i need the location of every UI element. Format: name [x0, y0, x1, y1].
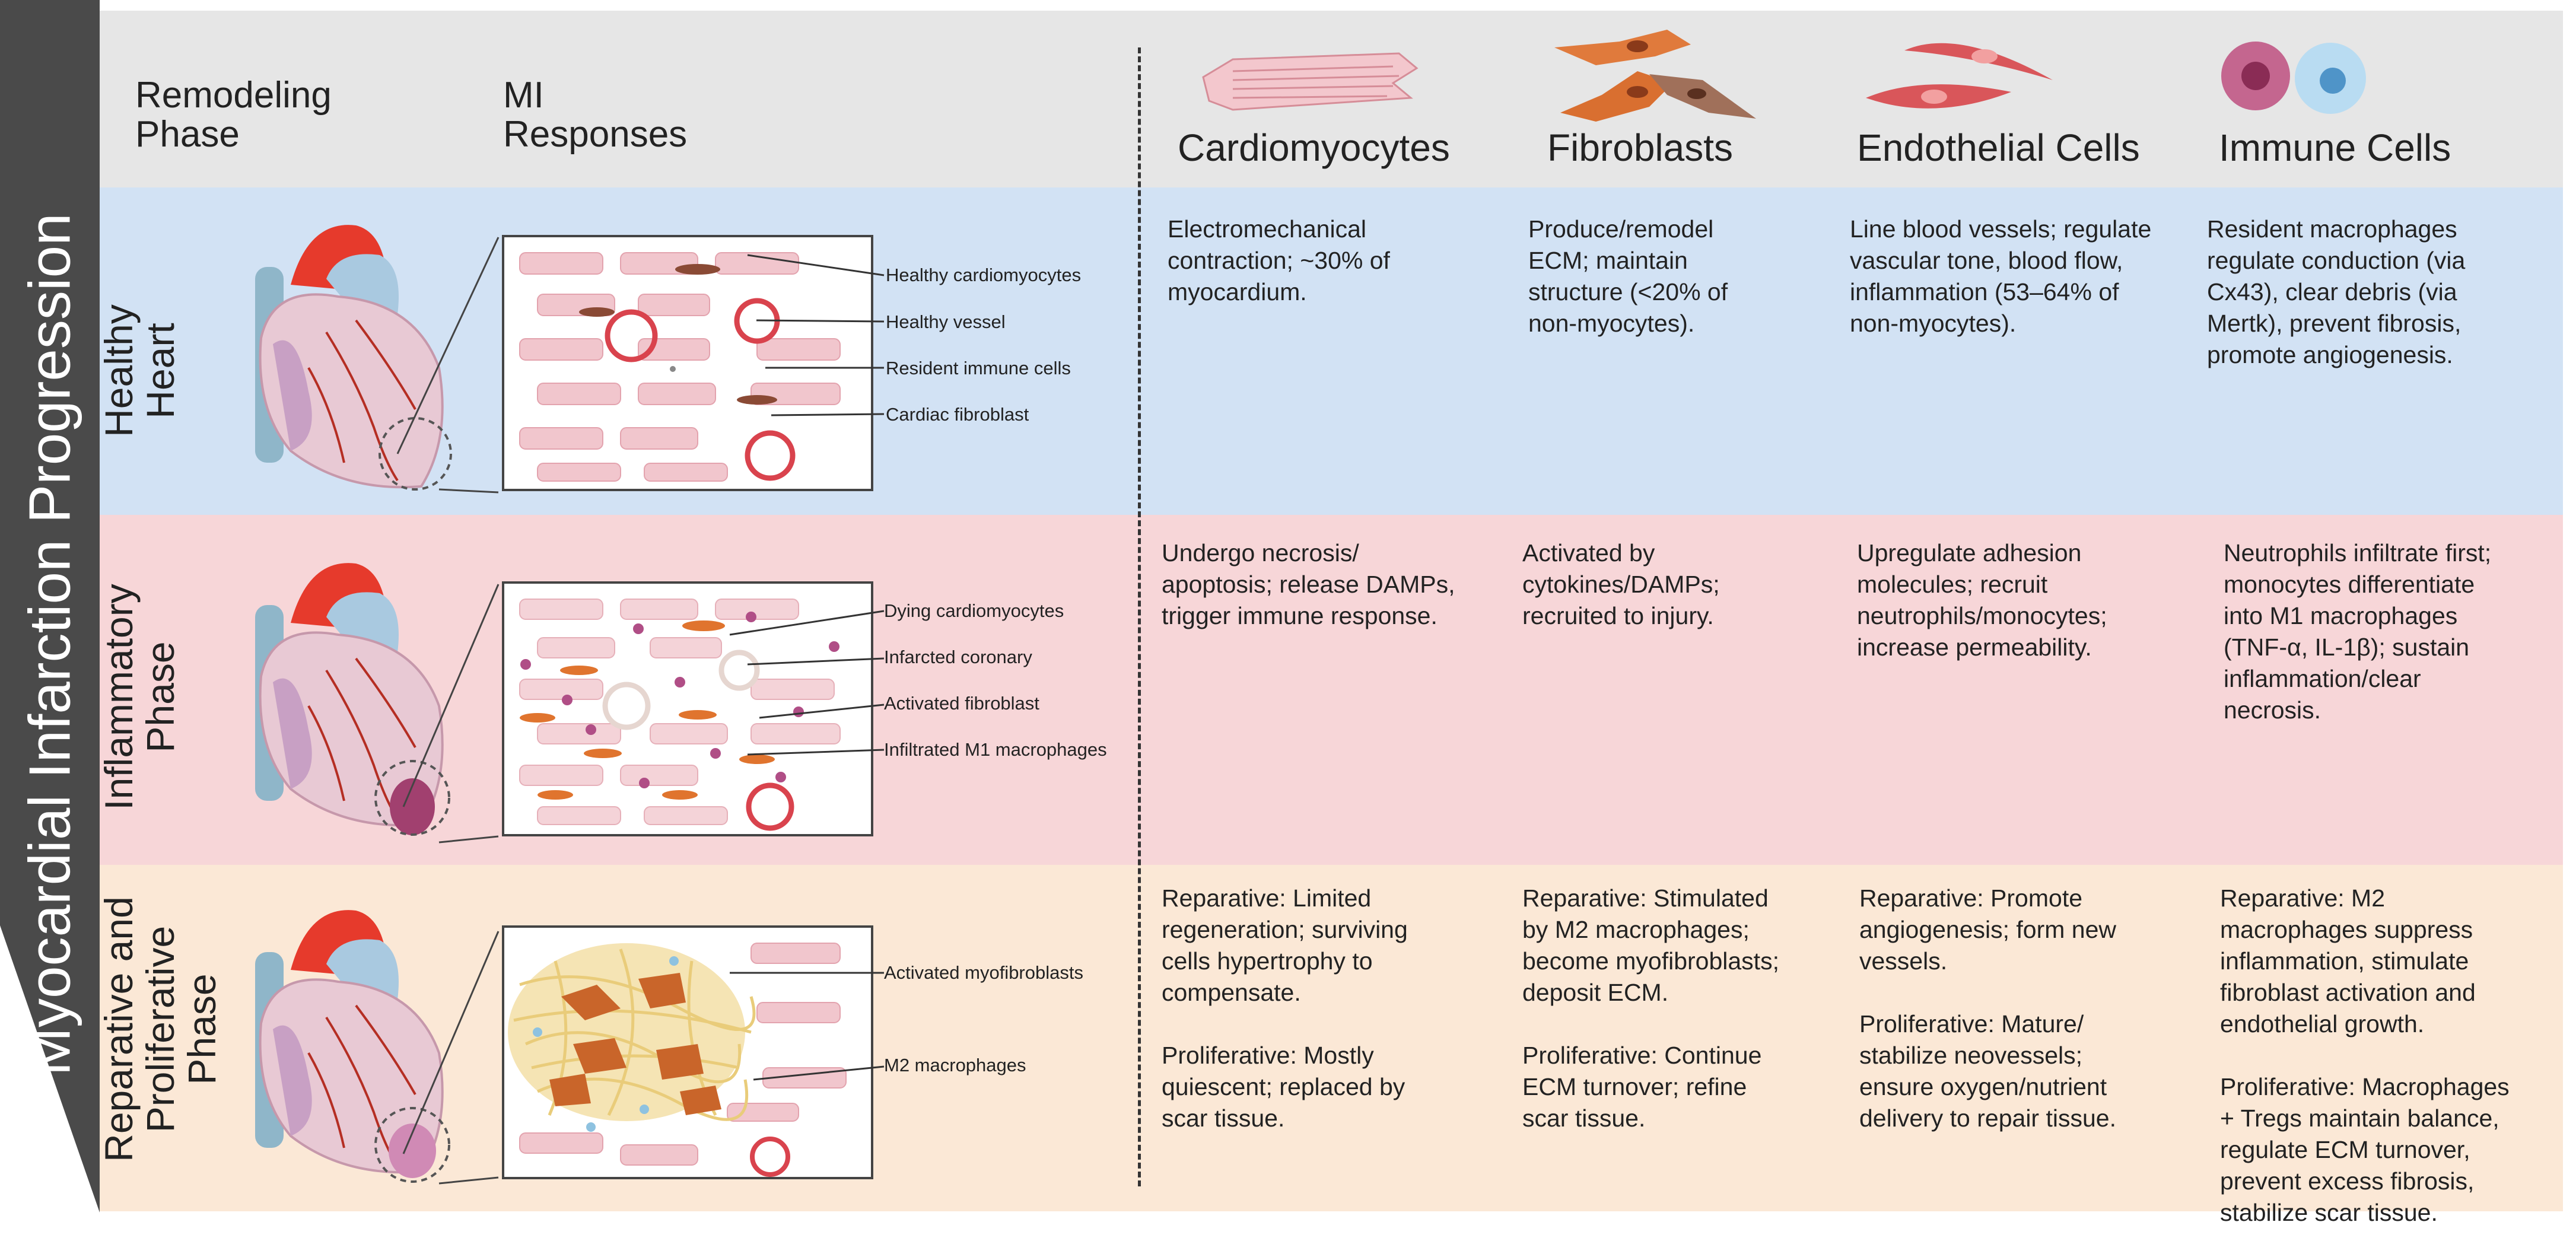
phase-label-inflammatory: Inflammatory Phase — [97, 519, 182, 875]
cell-healthy-endothelial: Line blood vessels; regulate vascular to… — [1850, 215, 2152, 337]
remodeling-phase-header: Remodeling Phase — [135, 75, 332, 155]
endothelial-cell-icon — [1866, 43, 2053, 109]
inflammatory-heart-illustration — [255, 563, 450, 836]
phase-text: Inflammatory Phase — [97, 584, 182, 810]
cell-inflammatory-cardiomyocytes: Undergo necrosis/ apoptosis; release DAM… — [1162, 539, 1455, 629]
immune-cells-icon — [2221, 42, 2366, 114]
label-resident-immune-cells: Resident immune cells — [886, 358, 1071, 378]
phase-label-healthy: Healthy Heart — [97, 193, 182, 549]
header-endothelial-cells: Endothelial Cells — [1857, 126, 2140, 169]
inflammatory-leader-lines — [729, 610, 885, 756]
zoom-lines — [402, 584, 500, 844]
label-cardiac-fibroblast: Cardiac fibroblast — [886, 404, 1029, 425]
label-healthy-vessel: Healthy vessel — [886, 311, 1006, 332]
label-activated-myofibroblasts: Activated myofibroblasts — [884, 962, 1083, 983]
inflammatory-tissue-inset — [502, 581, 873, 836]
cell-healthy-immune: Resident macrophages regulate conduction… — [2207, 215, 2466, 368]
cell-healthy-fibroblasts: Produce/remodel ECM; maintain structure … — [1528, 215, 1728, 337]
header-immune-cells: Immune Cells — [2219, 126, 2451, 169]
cell-inflammatory-endothelial: Upregulate adhesion molecules; recruit n… — [1857, 539, 2107, 661]
healthy-leader-lines — [747, 254, 885, 416]
cell-reparative-fibroblasts: Reparative: Stimulated by M2 macrophages… — [1522, 884, 1779, 1132]
phase-text: Reparative and Proliferative Phase — [97, 896, 224, 1162]
healthy-heart-illustration — [255, 225, 452, 491]
phase-text: Healthy Heart — [97, 304, 182, 437]
reparative-leader-lines — [730, 972, 885, 1081]
cell-inflammatory-immune: Neutrophils infiltrate first; monocytes … — [2224, 539, 2492, 724]
label-healthy-cardiomyocytes: Healthy cardiomyocytes — [886, 265, 1082, 285]
label-infiltrated-m1-macrophages: Infiltrated M1 macrophages — [884, 739, 1107, 760]
cardiomyocyte-icon — [1202, 52, 1419, 111]
cell-reparative-cardiomyocytes: Reparative: Limited regeneration; surviv… — [1162, 884, 1408, 1132]
header-fibroblasts: Fibroblasts — [1547, 126, 1733, 169]
phase-label-reparative: Reparative and Proliferative Phase — [97, 851, 224, 1207]
label-m2-macrophages: M2 macrophages — [884, 1055, 1026, 1075]
cell-reparative-endothelial: Reparative: Promote angiogenesis; form n… — [1859, 884, 2117, 1132]
reparative-heart-illustration — [255, 910, 450, 1183]
zoom-lines — [396, 237, 500, 494]
progression-title: Myocardial Infarction Progression — [17, 213, 82, 1076]
cell-reparative-immune: Reparative: M2 macrophages suppress infl… — [2220, 884, 2510, 1226]
zoom-lines — [402, 931, 500, 1185]
column-divider — [1138, 47, 1141, 1186]
reparative-tissue-inset — [502, 925, 873, 1179]
label-activated-fibroblast: Activated fibroblast — [884, 693, 1039, 714]
label-dying-cardiomyocytes: Dying cardiomyocytes — [884, 600, 1064, 621]
cell-healthy-cardiomyocytes: Electromechanical contraction; ~30% of m… — [1168, 215, 1390, 305]
healthy-tissue-inset — [502, 235, 873, 491]
progression-arrow — [0, 0, 100, 1212]
fibroblast-icon — [1554, 30, 1756, 122]
mi-responses-header: MI Responses — [503, 75, 688, 155]
header-cardiomyocytes: Cardiomyocytes — [1178, 126, 1450, 169]
label-infarcted-coronary: Infarcted coronary — [884, 647, 1032, 667]
cell-inflammatory-fibroblasts: Activated by cytokines/DAMPs; recruited … — [1522, 539, 1720, 629]
